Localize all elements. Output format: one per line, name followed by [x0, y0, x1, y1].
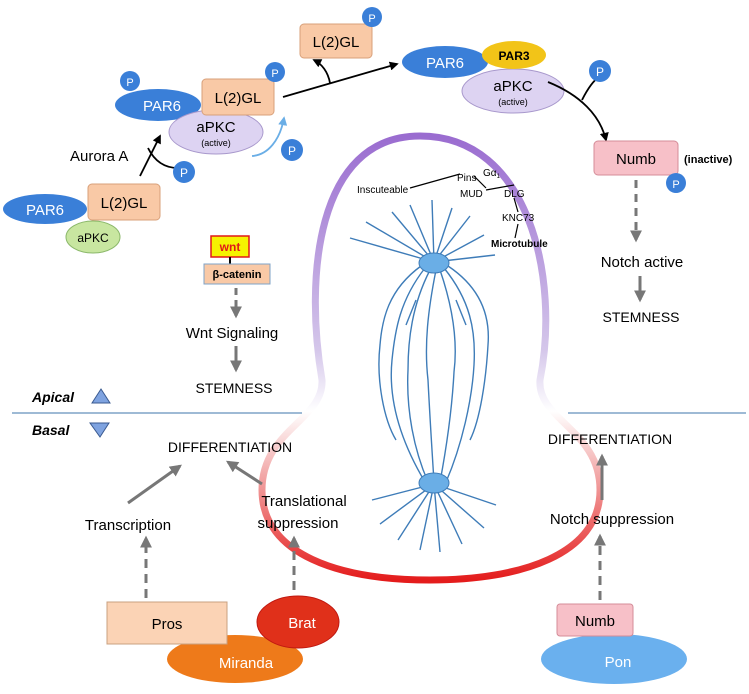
miranda-label: Miranda [219, 655, 274, 672]
apical-up-triangle [91, 388, 111, 404]
arrow-translational-diff [225, 460, 263, 486]
par6-label-left: PAR6 [26, 202, 64, 219]
apkc-label-right: aPKC [493, 78, 532, 95]
inactive-label: (inactive) [684, 154, 733, 166]
bottom-centrosome [418, 472, 450, 494]
l2gl-box-left [87, 183, 161, 221]
translational-label: Translational [261, 493, 346, 510]
par6-label-right: PAR6 [426, 55, 464, 72]
label-pins: Pins [457, 173, 476, 184]
numb-phospho-arrow [547, 81, 609, 142]
l2gl-label-mid: L(2)GL [215, 90, 262, 107]
basal-down-triangle [89, 422, 110, 438]
p-circle-released [362, 7, 382, 27]
brat-oval [256, 595, 340, 649]
par3-label: PAR3 [498, 49, 529, 63]
apkc-label-mid: aPKC [196, 119, 235, 136]
p-label-numb-input: P [596, 65, 604, 79]
neuroblast-cell-outline [258, 132, 604, 584]
brat-label: Brat [288, 615, 316, 632]
par6-label-mid: PAR6 [143, 98, 181, 115]
pros-label: Pros [152, 616, 183, 633]
p-circle-aurora [173, 161, 195, 183]
wnt-signaling-label: Wnt Signaling [186, 325, 279, 342]
miranda-oval [167, 635, 303, 683]
par6-oval-left [3, 194, 87, 224]
p-label-aurora: P [180, 166, 188, 180]
aurora-a-arrow [139, 134, 161, 177]
aurora-a-label: Aurora A [70, 148, 128, 165]
apical-label: Apical [31, 389, 75, 405]
l2gl-label-left: L(2)GL [101, 195, 148, 212]
stemness-right: STEMNESS [602, 309, 679, 325]
label-knc73: KNC73 [502, 213, 535, 224]
beta-catenin-box [203, 263, 271, 285]
p-label-cycle: P [288, 144, 296, 158]
suppression-label: suppression [258, 515, 339, 532]
l2gl-box-mid [201, 78, 275, 116]
numb-box-inactive [593, 140, 679, 176]
mitotic-spindle [349, 199, 497, 553]
l2gl-box-released [299, 23, 373, 59]
p-circle-numb [666, 173, 686, 193]
p-circle-par6-mid [120, 71, 140, 91]
phospho-cycle-arrow [251, 116, 288, 157]
notch-suppression-label: Notch suppression [550, 511, 674, 528]
arrow-transcription-diff [127, 464, 182, 505]
l2gl-label-released: L(2)GL [313, 34, 360, 51]
p-circle-numb-input [589, 60, 611, 82]
cortical-connectors [409, 173, 519, 239]
p-circle-l2gl-mid [265, 62, 285, 82]
stemness-left: STEMNESS [195, 380, 272, 396]
label-inscuteable: Inscuteable [357, 185, 409, 196]
p-label-numb: P [672, 179, 679, 191]
label-galpha: Gα1 [483, 168, 501, 180]
notch-active-label: Notch active [601, 254, 684, 271]
basal-label: Basal [32, 422, 70, 438]
apkc-active-mid: (active) [201, 138, 231, 148]
p-label-l2gl-mid: P [271, 68, 278, 80]
differentiation-left: DIFFERENTIATION [168, 439, 292, 455]
wnt-label: wnt [219, 240, 241, 254]
label-dlg: DLG [504, 189, 525, 200]
apkc-active-right: (active) [498, 97, 528, 107]
release-arrow [282, 61, 399, 98]
apkc-label-green: aPKC [77, 231, 109, 245]
numb-box-basal [556, 603, 634, 637]
label-microtubule: Microtubule [491, 239, 548, 250]
apkc-oval-green [65, 220, 121, 254]
par6-oval-right [402, 46, 488, 78]
p-label-released: P [368, 13, 375, 25]
beta-catenin-label: β-catenin [213, 269, 262, 281]
label-mud: MUD [460, 189, 483, 200]
top-centrosome [418, 252, 450, 274]
l2gl-release-branch [312, 59, 331, 84]
par6-oval-mid [115, 89, 201, 121]
p-circle-cycle [281, 139, 303, 161]
numb-label-inactive: Numb [616, 151, 656, 168]
pon-label: Pon [605, 654, 632, 671]
differentiation-right: DIFFERENTIATION [548, 431, 672, 447]
p-label-par6-mid: P [126, 77, 133, 89]
numb-label-basal: Numb [575, 613, 615, 630]
pros-box [106, 601, 228, 645]
apkc-oval-right [461, 68, 565, 114]
par3-oval [482, 41, 546, 69]
pon-oval [541, 634, 687, 684]
transcription-label: Transcription [85, 517, 171, 534]
